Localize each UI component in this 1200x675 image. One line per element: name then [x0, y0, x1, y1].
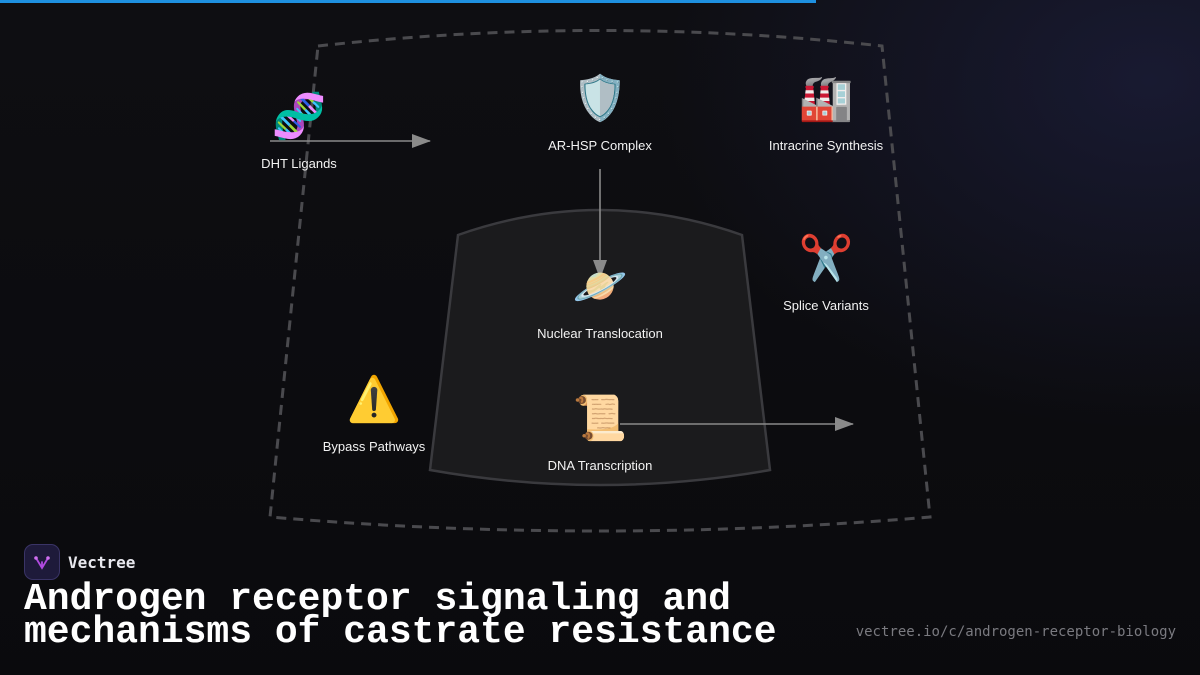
node-dna-transcription: 📜 DNA Transcription: [547, 393, 653, 474]
node-bypass-pathways: ⚠️ Bypass Pathways: [322, 374, 426, 455]
node-splice-variants: ✂️ Splice Variants: [783, 233, 869, 314]
node-intracrine-synthesis: 🏭 Intracrine Synthesis: [768, 73, 884, 154]
progress-bar: [0, 0, 1200, 3]
page-title: Androgen receptor signaling and mechanis…: [24, 578, 777, 654]
brand[interactable]: Vectree: [24, 544, 135, 580]
node-label: Bypass Pathways: [322, 439, 426, 454]
scissors-icon: ✂️: [798, 233, 854, 284]
cell-membrane-boundary: [268, 29, 932, 533]
node-label: Nuclear Translocation: [537, 326, 663, 341]
brand-name: Vectree: [68, 552, 136, 572]
page-url[interactable]: vectree.io/c/androgen-receptor-biology: [855, 624, 1176, 640]
factory-icon: 🏭: [798, 73, 854, 124]
progress-bar-fill: [0, 0, 816, 3]
vectree-logo-icon: [24, 544, 60, 580]
dna-icon: 🧬: [271, 91, 327, 142]
node-label: DNA Transcription: [547, 458, 653, 473]
node-label: DHT Ligands: [261, 156, 337, 171]
node-nuclear-translocation: 🪐 Nuclear Translocation: [537, 261, 663, 342]
nucleus-region: [428, 208, 772, 487]
ringed-planet-icon: 🪐: [572, 261, 628, 312]
node-label: AR-HSP Complex: [548, 138, 652, 153]
scroll-icon: 📜: [572, 393, 628, 444]
node-ar-hsp-complex: 🛡️ AR-HSP Complex: [548, 73, 652, 154]
node-label: Splice Variants: [783, 298, 869, 313]
warning-icon: ⚠️: [346, 374, 402, 425]
node-label: Intracrine Synthesis: [768, 138, 884, 153]
shield-icon: 🛡️: [572, 73, 628, 124]
node-dht-ligands: 🧬 DHT Ligands: [261, 91, 337, 172]
